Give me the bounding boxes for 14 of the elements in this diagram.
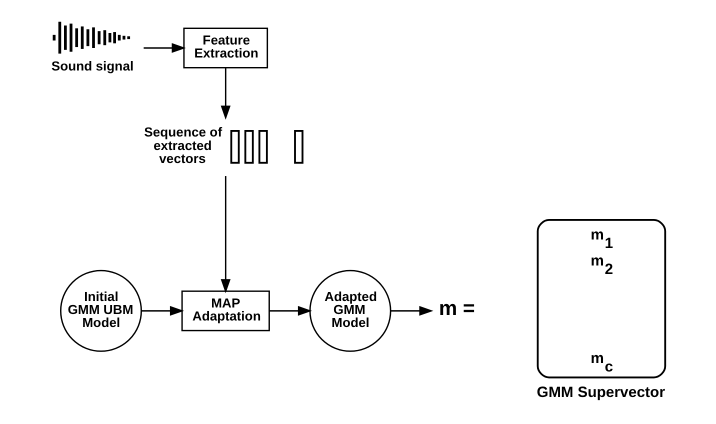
arrow [143, 43, 186, 53]
node-text: m = [438, 297, 474, 320]
node-circle: Adapted GMM Model [308, 270, 391, 352]
node-label: Sequence of extracted vectors [144, 124, 222, 166]
node-circle: Initial GMM UBM Model [60, 270, 142, 352]
node-label: Sound signal [50, 58, 134, 74]
node-label: GMM Supervector [536, 384, 665, 401]
arrow [220, 68, 230, 120]
node-box: MAP Adaptation [180, 290, 270, 332]
arrow [268, 306, 312, 316]
arrow [140, 306, 184, 316]
arrow [390, 306, 433, 316]
arrow [220, 176, 230, 294]
node-box: Feature Extraction [182, 28, 268, 68]
